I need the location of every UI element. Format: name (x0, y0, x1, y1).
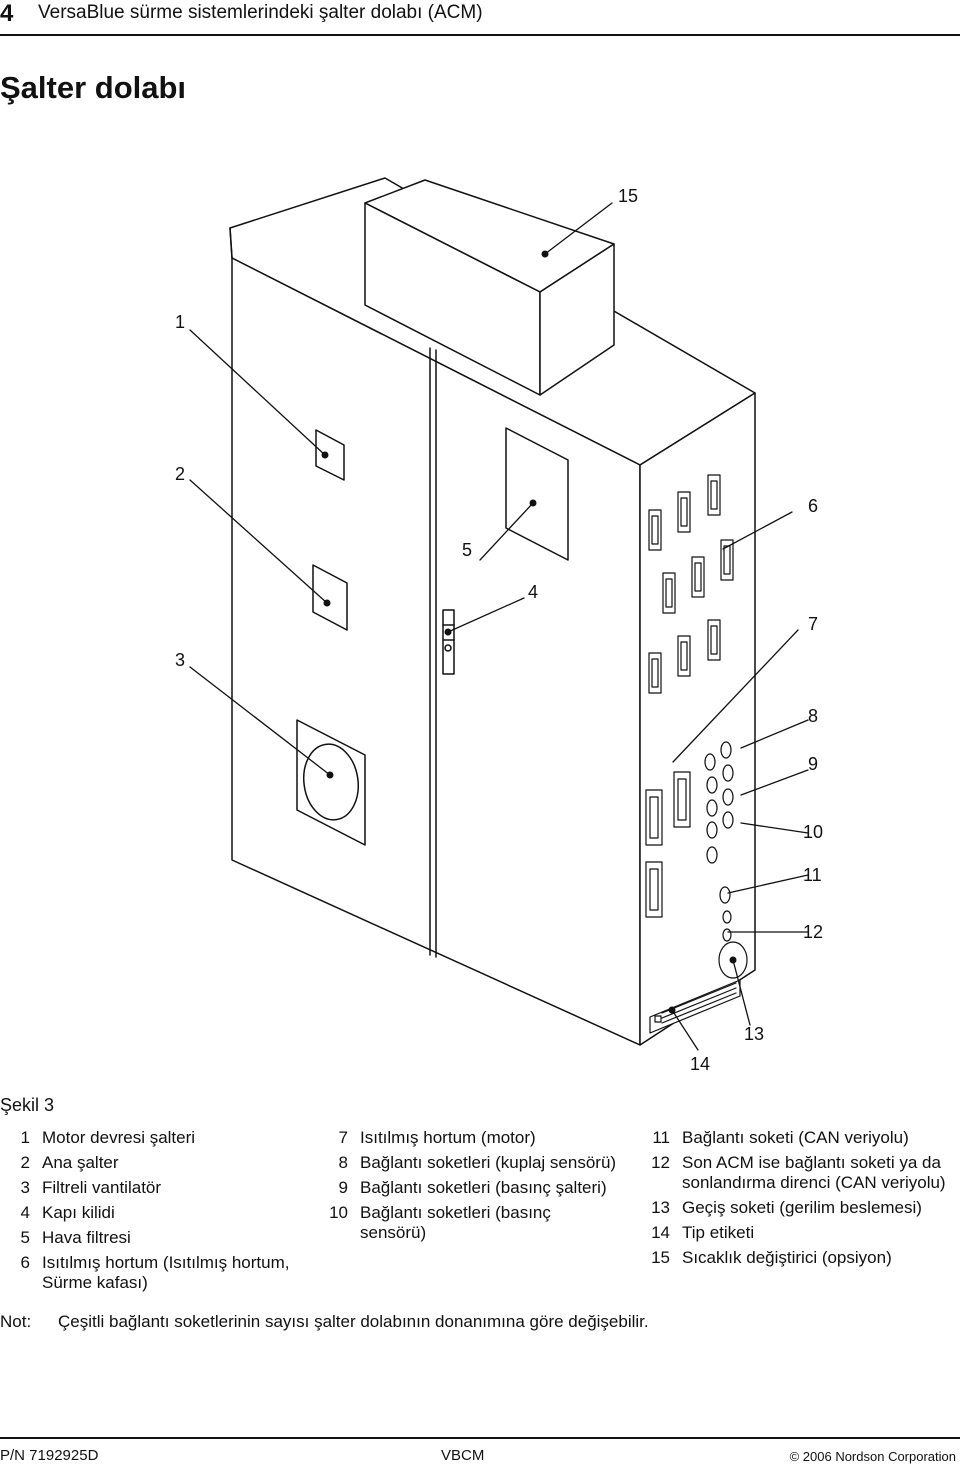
legend-text: Bağlantı soketleri (kuplaj sensörü) (360, 1153, 617, 1172)
callout-9: 9 (808, 754, 818, 774)
legend-number: 8 (338, 1153, 348, 1172)
legend-number: 13 (651, 1198, 670, 1217)
legend-text: Tip etiketi (682, 1223, 755, 1242)
legend-text: Motor devresi şalteri (42, 1128, 196, 1147)
note-text: Çeşitli bağlantı soketlerinin sayısı şal… (58, 1312, 649, 1331)
motor-circuit-switch (315, 429, 345, 481)
legend-text: Bağlantı soketleri (basınç sensörü) (360, 1203, 551, 1242)
cabinet-back-edge (229, 227, 233, 259)
legend-number: 11 (652, 1128, 670, 1147)
cabinet-diagram: 1 2 3 4 5 6 7 8 9 10 11 12 13 14 15 (175, 177, 823, 1074)
callout-7: 7 (808, 614, 818, 634)
header-rule (0, 34, 960, 36)
legend-item: 14 Tip etiketi (640, 1223, 958, 1243)
callout-12: 12 (803, 922, 823, 942)
legend-text: Filtreli vantilatör (42, 1178, 162, 1197)
legend-text: Son ACM ise bağlantı soketi ya da sonlan… (682, 1153, 946, 1192)
legend-text: Ana şalter (42, 1153, 119, 1172)
legend-number: 12 (651, 1153, 670, 1172)
legend-item: 5 Hava filtresi (0, 1228, 310, 1248)
legend-text: Geçiş soketi (gerilim beslemesi) (682, 1198, 922, 1217)
callout-8: 8 (808, 706, 818, 726)
footer-part-number: P/N 7192925D (0, 1447, 99, 1464)
callout-6: 6 (808, 496, 818, 516)
callout-1: 1 (175, 312, 185, 332)
callout-3: 3 (175, 650, 185, 670)
legend-number: 1 (20, 1128, 30, 1147)
page-number: 4 (0, 0, 14, 27)
legend-number: 14 (651, 1223, 670, 1242)
footer-rule (0, 1437, 960, 1439)
callout-2: 2 (175, 464, 185, 484)
legend-number: 2 (20, 1153, 30, 1172)
legend-text: Isıtılmış hortum (Isıtılmış hortum, Sürm… (42, 1253, 290, 1292)
running-header: VersaBlue sürme sistemlerindeki şalter d… (38, 2, 483, 23)
footer-center: VBCM (441, 1447, 485, 1464)
side-connectors (645, 474, 734, 918)
legend-item: 7 Isıtılmış hortum (motor) (318, 1128, 618, 1148)
heat-exchanger-box (364, 179, 615, 396)
leader-dots (321, 250, 737, 1014)
legend-item: 4 Kapı kilidi (0, 1203, 310, 1223)
air-filter (505, 427, 569, 561)
legend-number: 9 (338, 1178, 348, 1197)
section-title: Şalter dolabı (0, 70, 187, 105)
legend-number: 4 (20, 1203, 30, 1222)
figure-caption: Şekil 3 (0, 1095, 55, 1115)
legend-text: Bağlantı soketi (CAN veriyolu) (682, 1128, 909, 1147)
legend-text: Bağlantı soketleri (basınç şalteri) (360, 1178, 607, 1197)
callout-13: 13 (744, 1024, 764, 1044)
leader-lines (189, 202, 809, 1051)
legend-item: 13 Geçiş soketi (gerilim beslemesi) (640, 1198, 958, 1218)
legend-column-3: 11 Bağlantı soketi (CAN veriyolu) 12 Son A… (640, 1128, 958, 1273)
legend-column-1: 1 Motor devresi şalteri 2 Ana şalter 3 Filt… (0, 1128, 310, 1298)
legend-number: 5 (20, 1228, 30, 1247)
callout-5: 5 (462, 540, 472, 560)
callout-14: 14 (690, 1054, 710, 1074)
legend-item: 11 Bağlantı soketi (CAN veriyolu) (640, 1128, 958, 1148)
callout-4: 4 (528, 582, 538, 602)
filter-fan (296, 719, 366, 846)
legend-item: 10 Bağlantı soketleri (basınç sensörü) (318, 1203, 618, 1243)
legend-number: 6 (20, 1253, 30, 1272)
legend-item: 8 Bağlantı soketleri (kuplaj sensörü) (318, 1153, 618, 1173)
callout-11: 11 (803, 865, 822, 885)
legend-number: 10 (329, 1203, 348, 1222)
legend-item: 3 Filtreli vantilatör (0, 1178, 310, 1198)
legend-item: 2 Ana şalter (0, 1153, 310, 1173)
note-label: Not: (0, 1312, 32, 1331)
legend-text: Sıcaklık değiştirici (opsiyon) (682, 1248, 892, 1267)
footer-copyright: © 2006 Nordson Corporation (789, 1449, 956, 1464)
door-lock (442, 609, 455, 675)
legend-text: Isıtılmış hortum (motor) (360, 1128, 536, 1147)
legend-item: 1 Motor devresi şalteri (0, 1128, 310, 1148)
legend-text: Hava filtresi (42, 1228, 131, 1247)
legend-item: 6 Isıtılmış hortum (Isıtılmış hortum, Sür… (0, 1253, 310, 1293)
legend-item: 9 Bağlantı soketleri (basınç şalteri) (318, 1178, 618, 1198)
legend-text: Kapı kilidi (42, 1203, 115, 1222)
legend-item: 15 Sıcaklık değiştirici (opsiyon) (640, 1248, 958, 1268)
round-connectors (704, 741, 748, 979)
legend-number: 3 (20, 1178, 30, 1197)
legend-number: 15 (651, 1248, 670, 1267)
legend-number: 7 (338, 1128, 348, 1147)
callout-10: 10 (803, 822, 823, 842)
callout-15: 15 (618, 186, 638, 206)
note: Not: Çeşitli bağlantı soketlerinin sayıs… (0, 1312, 649, 1332)
legend-item: 12 Son ACM ise bağlantı soketi ya da sonl… (640, 1153, 958, 1193)
main-switch (312, 564, 348, 631)
